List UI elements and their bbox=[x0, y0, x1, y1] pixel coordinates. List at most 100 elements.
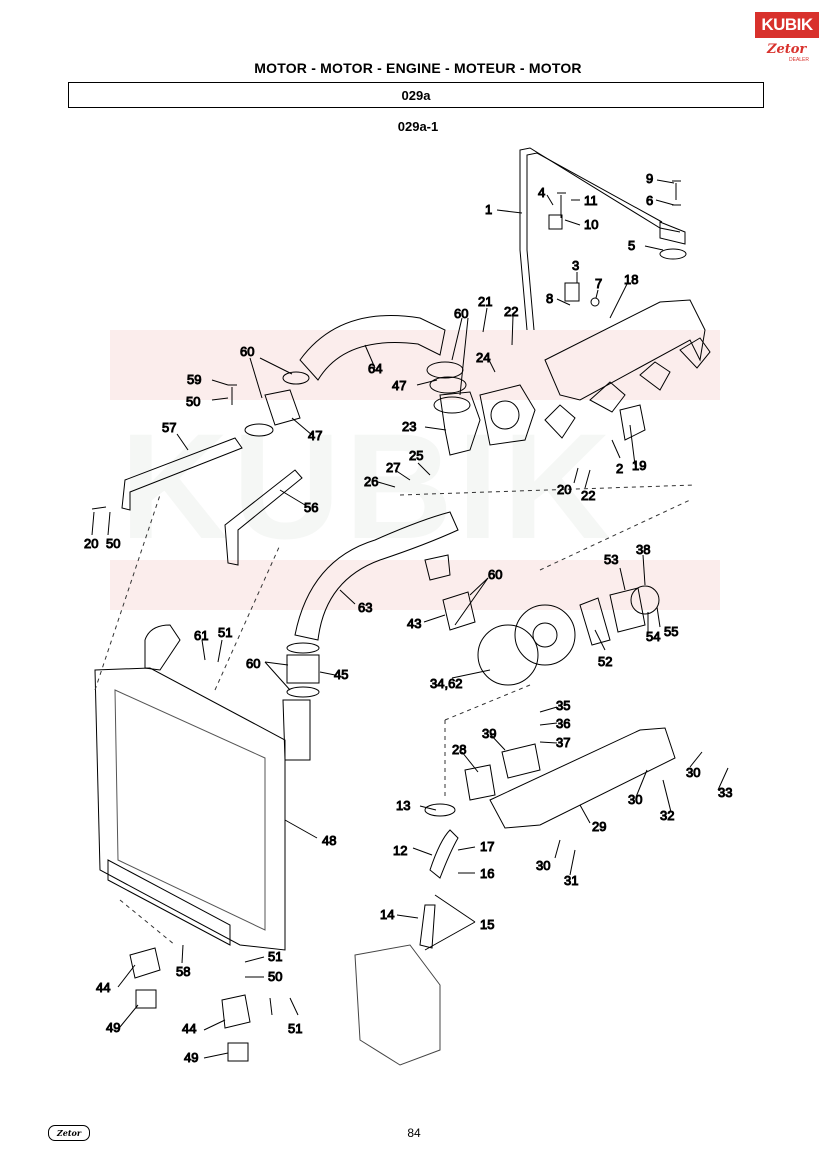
part-oring bbox=[630, 585, 660, 615]
callout-30b: 30 bbox=[628, 792, 642, 807]
callout-22b: 22 bbox=[581, 488, 595, 503]
callout-12: 12 bbox=[393, 843, 407, 858]
part-manifold-ports bbox=[544, 337, 711, 439]
callout-11: 11 bbox=[584, 193, 598, 208]
callout-13: 13 bbox=[396, 798, 410, 813]
callout-49a: 49 bbox=[106, 1020, 120, 1035]
callout-36: 36 bbox=[556, 716, 570, 731]
part-mount-bracket bbox=[221, 994, 251, 1029]
callout-57: 57 bbox=[162, 420, 176, 435]
part-screw bbox=[557, 192, 566, 218]
callout-8: 8 bbox=[546, 291, 553, 306]
part-sleeve bbox=[286, 654, 320, 684]
callout-labels: 1 2 3 4 5 6 7 8 9 10 11 12 13 14 15 16 1… bbox=[84, 171, 733, 1066]
callout-14: 14 bbox=[380, 907, 394, 922]
callout-22a: 22 bbox=[504, 304, 518, 319]
callout-38: 38 bbox=[636, 542, 650, 557]
part-clamp bbox=[433, 396, 471, 414]
callout-35: 35 bbox=[556, 698, 570, 713]
callout-61: 61 bbox=[194, 628, 208, 643]
logo-mark: Zetor bbox=[767, 42, 807, 57]
callout-16: 16 bbox=[480, 866, 494, 881]
callout-18: 18 bbox=[624, 272, 638, 287]
kubik-zetor-logo: KUBIK Zetor DEALER bbox=[755, 12, 819, 63]
callout-56: 56 bbox=[304, 500, 318, 515]
callout-44a: 44 bbox=[96, 980, 110, 995]
part-turbocharger bbox=[477, 624, 539, 686]
part-pipe-end bbox=[424, 554, 451, 581]
leader-lines bbox=[91, 179, 729, 1059]
part-rubber-mount bbox=[135, 989, 157, 1009]
part-intercooler bbox=[94, 667, 286, 951]
callout-29: 29 bbox=[592, 819, 606, 834]
callout-21: 21 bbox=[478, 294, 492, 309]
callout-45: 45 bbox=[334, 667, 348, 682]
part-clamp bbox=[244, 423, 274, 437]
callout-47b: 47 bbox=[392, 378, 406, 393]
callout-53: 53 bbox=[604, 552, 618, 567]
footer-zetor-logo: Zetor bbox=[48, 1125, 90, 1141]
callout-54: 54 bbox=[646, 629, 660, 644]
part-clamp bbox=[286, 642, 320, 654]
callout-50a: 50 bbox=[186, 394, 200, 409]
callout-7: 7 bbox=[595, 276, 602, 291]
part-sleeve bbox=[264, 389, 301, 426]
page-title: MOTOR - MOTOR - ENGINE - MOTEUR - MOTOR bbox=[254, 60, 582, 76]
callout-2: 2 bbox=[616, 461, 623, 476]
part-gasket bbox=[424, 803, 456, 817]
part-gasket bbox=[619, 404, 646, 441]
callout-28: 28 bbox=[452, 742, 466, 757]
callout-10: 10 bbox=[584, 217, 598, 232]
group-code: 029a bbox=[401, 87, 431, 103]
callout-63: 63 bbox=[358, 600, 372, 615]
callout-60d: 60 bbox=[246, 656, 260, 671]
part-gasket bbox=[579, 597, 611, 646]
callout-39: 39 bbox=[482, 726, 496, 741]
part-mount-bracket bbox=[129, 947, 161, 979]
part-bracket bbox=[659, 221, 686, 245]
callout-17: 17 bbox=[480, 839, 494, 854]
callout-60a: 60 bbox=[240, 344, 254, 359]
callout-6: 6 bbox=[646, 193, 653, 208]
diagram-code: 029a-1 bbox=[397, 119, 439, 134]
callout-60c: 60 bbox=[488, 567, 502, 582]
callout-31: 31 bbox=[564, 873, 578, 888]
part-gasket bbox=[501, 743, 541, 779]
callout-43: 43 bbox=[407, 616, 421, 631]
logo-dealer: DEALER bbox=[789, 57, 810, 63]
callout-25: 25 bbox=[409, 448, 423, 463]
callout-20a: 20 bbox=[557, 482, 571, 497]
part-hose bbox=[299, 315, 446, 381]
part-bracket bbox=[121, 437, 243, 511]
part-clamp bbox=[426, 361, 464, 379]
callout-64: 64 bbox=[368, 361, 382, 376]
callout-15: 15 bbox=[480, 917, 494, 932]
part-pipe bbox=[429, 829, 459, 879]
callout-51c: 51 bbox=[288, 1021, 302, 1036]
logo-brand: KUBIK bbox=[755, 12, 819, 38]
callout-51a: 51 bbox=[268, 949, 282, 964]
part-seal bbox=[590, 297, 600, 307]
callout-49b: 49 bbox=[184, 1050, 198, 1065]
callout-20b: 20 bbox=[84, 536, 98, 551]
callout-19: 19 bbox=[632, 458, 646, 473]
part-turbo-hub bbox=[532, 622, 558, 648]
callout-48: 48 bbox=[322, 833, 336, 848]
callout-24: 24 bbox=[476, 350, 490, 365]
callout-50b: 50 bbox=[106, 536, 120, 551]
callout-9: 9 bbox=[646, 171, 653, 186]
part-sensor bbox=[564, 282, 580, 302]
part-engine-block bbox=[354, 944, 441, 1066]
part-pipe bbox=[519, 147, 681, 331]
part-pipe bbox=[294, 511, 459, 641]
callout-33: 33 bbox=[718, 785, 732, 800]
part-screw bbox=[228, 384, 237, 405]
part-screw bbox=[91, 506, 107, 510]
callout-30a: 30 bbox=[686, 765, 700, 780]
callout-26: 26 bbox=[364, 474, 378, 489]
callout-3: 3 bbox=[572, 258, 579, 273]
callout-5: 5 bbox=[628, 238, 635, 253]
callout-59: 59 bbox=[187, 372, 201, 387]
part-intercooler-outlet bbox=[282, 699, 311, 761]
part-washer bbox=[659, 248, 687, 260]
